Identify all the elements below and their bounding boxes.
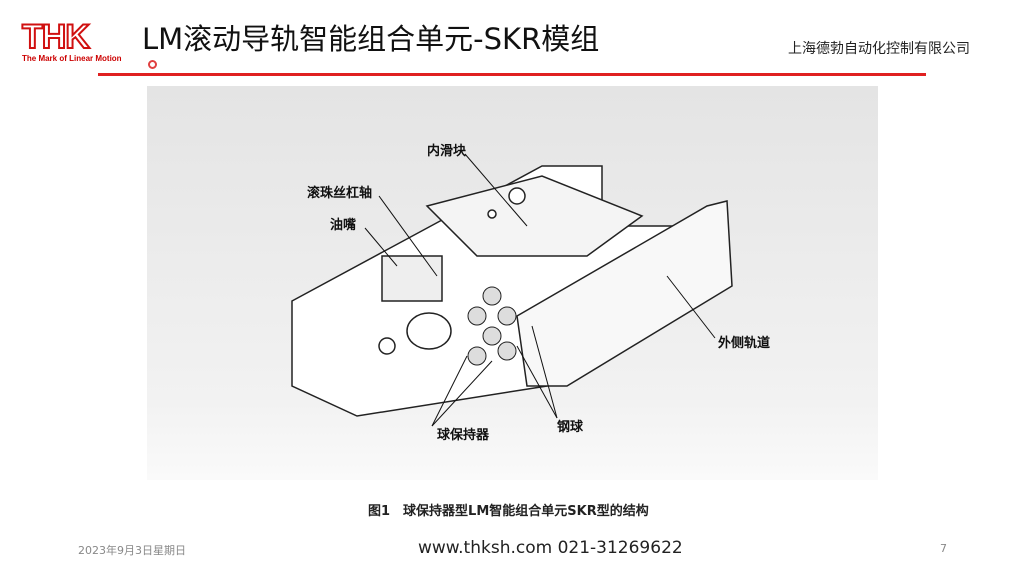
label-steel-ball: 钢球: [557, 420, 584, 435]
label-outer-rail: 外侧轨道: [718, 336, 771, 351]
label-ball-screw: 滚珠丝杠轴: [307, 186, 373, 201]
logo-tagline: The Mark of Linear Motion: [22, 54, 122, 63]
company-name: 上海德勃自动化控制有限公司: [788, 41, 970, 57]
hole: [508, 187, 526, 205]
skr-structure-drawing: 内滑块 滚珠丝杠轴 油嘴 外侧轨道 钢球 球保持器: [147, 86, 878, 480]
decorative-dot: [148, 60, 157, 69]
outer-rail: [516, 200, 733, 387]
hole: [487, 209, 497, 219]
hole: [378, 337, 396, 355]
mechanical-drawing: [291, 153, 733, 427]
footer-website: www.thksh.com 021-31269622: [418, 538, 683, 558]
page-number: 7: [940, 542, 947, 555]
slide-title: LM滚动导轨智能组合单元-SKR模组: [142, 22, 600, 56]
figure-caption: 图1 球保持器型LM智能组合单元SKR型的结构: [368, 504, 649, 519]
inner-block: [425, 175, 644, 257]
screw-end: [406, 312, 452, 350]
header-divider: [98, 73, 926, 76]
label-ball-cage: 球保持器: [437, 428, 490, 443]
label-grease-nipple: 油嘴: [330, 218, 357, 233]
end-cap: [381, 255, 443, 302]
thk-logo: THK The Mark of Linear Motion: [21, 18, 122, 63]
footer-date: 2023年9月3日星期日: [78, 544, 186, 557]
logo-mark: THK: [21, 18, 91, 56]
label-inner-block: 内滑块: [427, 144, 467, 159]
